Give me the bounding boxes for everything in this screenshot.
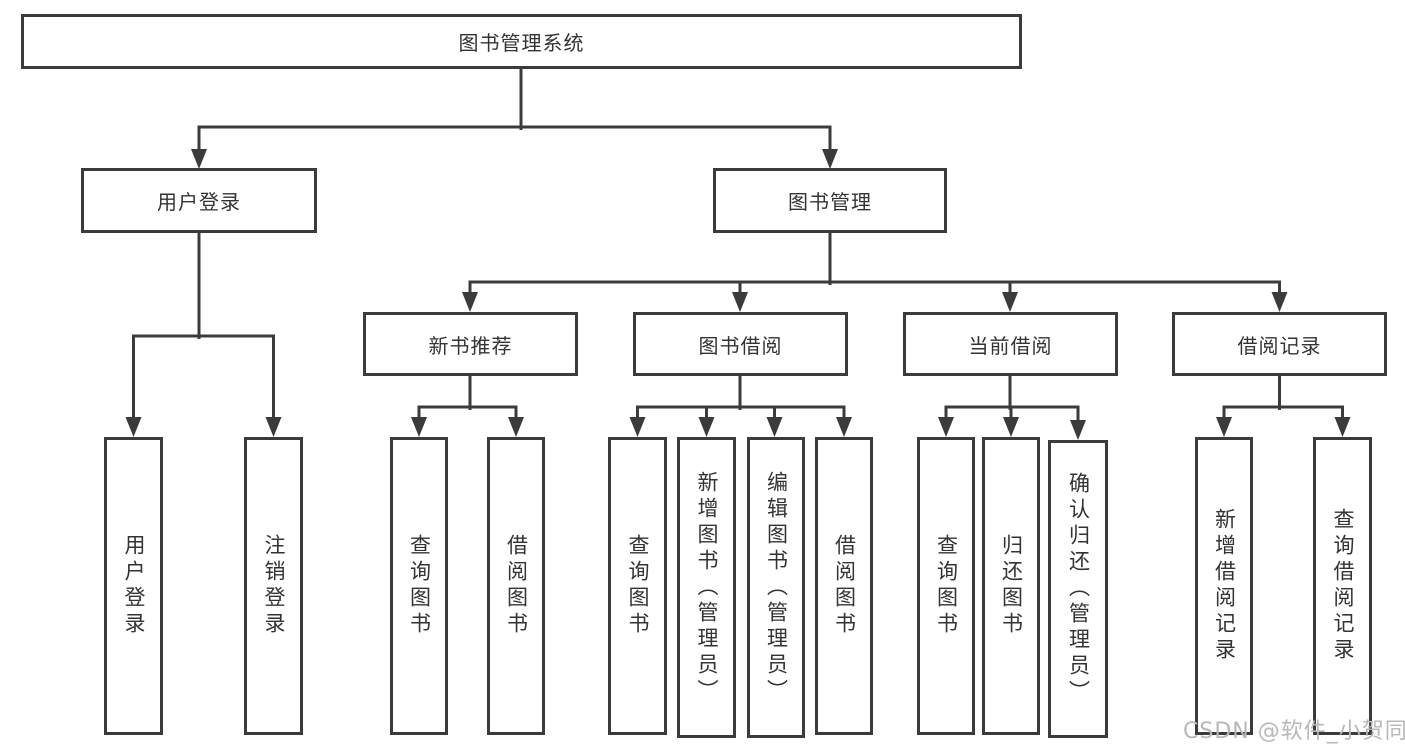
leaf-search-books-recommend-label: 查询图书	[407, 534, 432, 638]
leaf-search-books-borrowing-label: 查询图书	[626, 534, 650, 638]
leaf-logout-label: 注销登录	[262, 534, 286, 638]
node-book-management-label: 图书管理	[788, 190, 872, 214]
leaf-confirm-return-admin: 确认归还（管理员）	[1048, 440, 1108, 738]
leaf-borrow-books-recommend-label: 借阅图书	[504, 534, 529, 638]
leaf-borrow-books-borrowing-label: 借阅图书	[832, 534, 857, 638]
node-current-borrowing-label: 当前借阅	[968, 333, 1053, 358]
leaf-add-books-admin: 新增图书（管理员）	[677, 437, 736, 738]
node-user-login: 用户登录	[81, 168, 317, 233]
leaf-user-login: 用户登录	[104, 437, 163, 735]
node-new-book-recommendation-label: 新书推荐	[428, 333, 513, 358]
leaf-search-books-current: 查询图书	[917, 437, 975, 735]
leaf-return-books: 归还图书	[982, 437, 1040, 735]
leaf-add-borrow-record: 新增借阅记录	[1195, 437, 1253, 735]
leaf-edit-books-admin-label: 编辑图书（管理员）	[764, 470, 789, 705]
leaf-add-borrow-record-label: 新增借阅记录	[1212, 508, 1237, 664]
leaf-search-books-borrowing: 查询图书	[608, 437, 667, 735]
leaf-confirm-return-admin-label: 确认归还（管理员）	[1066, 472, 1091, 706]
node-book-borrowing: 图书借阅	[633, 312, 848, 376]
arrowhead-icons	[125, 149, 1351, 440]
leaf-borrow-books-recommend: 借阅图书	[487, 437, 545, 735]
node-new-book-recommendation: 新书推荐	[363, 312, 578, 376]
node-book-management: 图书管理	[713, 168, 947, 233]
connector-lines	[132, 67, 1344, 425]
node-borrowing-records-label: 借阅记录	[1237, 333, 1322, 358]
leaf-search-books-current-label: 查询图书	[934, 534, 959, 638]
leaf-user-login-label: 用户登录	[122, 534, 146, 638]
node-root-system: 图书管理系统	[21, 14, 1022, 69]
node-root-system-label: 图书管理系统	[458, 31, 585, 55]
leaf-search-books-recommend: 查询图书	[390, 437, 448, 735]
node-borrowing-records: 借阅记录	[1172, 312, 1387, 376]
leaf-add-books-admin-label: 新增图书（管理员）	[695, 470, 719, 705]
leaf-search-borrow-record: 查询借阅记录	[1313, 437, 1372, 735]
node-user-login-label: 用户登录	[157, 190, 241, 214]
leaf-borrow-books-borrowing: 借阅图书	[815, 437, 873, 735]
node-current-borrowing: 当前借阅	[903, 312, 1118, 376]
leaf-return-books-label: 归还图书	[999, 534, 1024, 638]
node-book-borrowing-label: 图书借阅	[698, 333, 783, 358]
leaf-search-borrow-record-label: 查询借阅记录	[1331, 508, 1355, 664]
csdn-watermark: CSDN @软件_小贺同学	[1183, 719, 1405, 744]
leaf-logout: 注销登录	[244, 437, 303, 735]
leaf-edit-books-admin: 编辑图书（管理员）	[747, 437, 805, 738]
